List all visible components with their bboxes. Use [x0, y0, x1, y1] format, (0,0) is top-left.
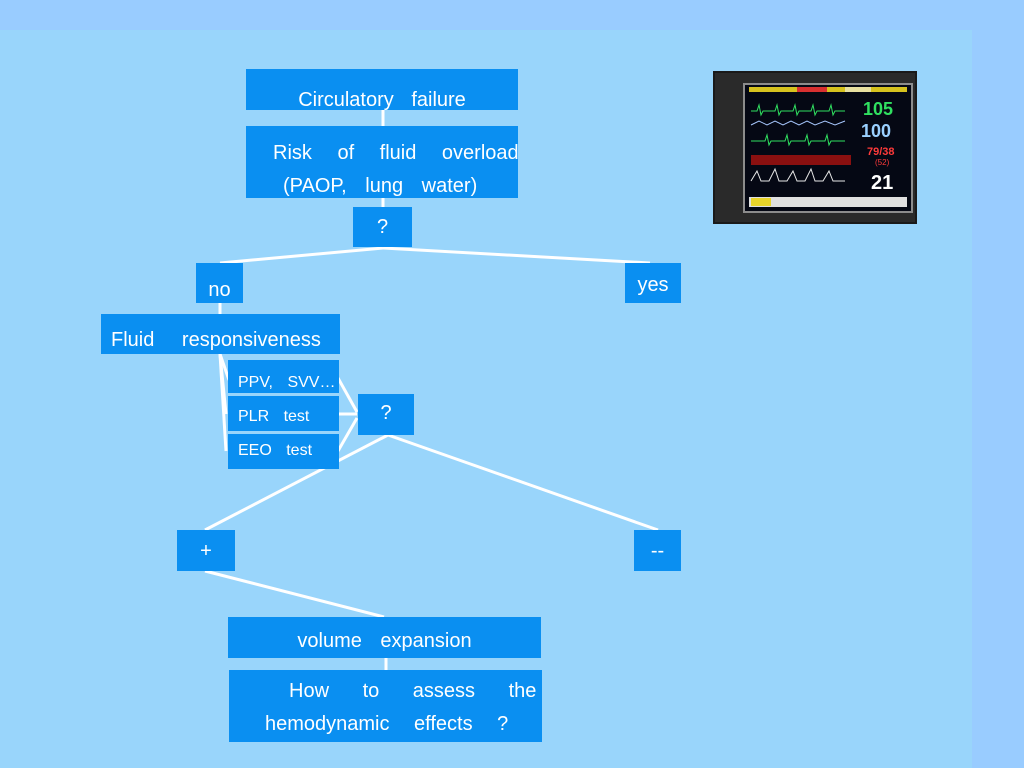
plr-test-label: PLR test — [238, 408, 310, 425]
minus-label: -- — [650, 540, 665, 562]
volume-expansion-box: volume expansion — [228, 617, 541, 658]
ppv-svv-box: PPV, SVV… — [228, 360, 339, 393]
monitor-spo2: 100 — [861, 121, 891, 141]
no-label: no — [208, 279, 231, 301]
risk-line-1: Risk of fluid overload — [273, 142, 519, 164]
volume-expansion-label: volume expansion — [297, 630, 472, 652]
plr-test-box: PLR test — [228, 396, 339, 431]
question-mid-label: ? — [380, 402, 392, 424]
ecg-waveform-1 — [751, 103, 845, 117]
connector-question-plus — [204, 433, 389, 532]
monitor-bp: 79/38 — [867, 146, 895, 158]
ecg-waveform-3 — [751, 133, 845, 147]
connector-question-no — [219, 246, 384, 265]
risk-line-2: (PAOP, lung water) — [283, 175, 478, 197]
ppv-svv-label: PPV, SVV… — [238, 374, 336, 391]
plus-box: + — [177, 530, 235, 571]
ecg-waveform-2 — [750, 120, 846, 126]
question-top-label: ? — [376, 216, 389, 238]
connector-ppv-question — [336, 377, 359, 413]
eeo-test-box: EEO test — [228, 434, 339, 469]
pleth-waveform — [750, 167, 845, 182]
question-mid-box: ? — [358, 394, 414, 435]
eeo-test-label: EEO test — [238, 442, 313, 459]
circulatory-failure-label: Circulatory failure — [298, 89, 466, 111]
minus-box: -- — [634, 530, 681, 571]
connector-plus-volume — [204, 569, 385, 619]
monitor-waveforms: 105 100 79/38 (52) 21 — [749, 87, 907, 207]
question-top-box: ? — [353, 207, 412, 247]
connector-question-yes — [382, 246, 651, 265]
yes-label: yes — [637, 274, 669, 296]
connector-fluid-eeo — [218, 353, 228, 452]
monitor-map: (52) — [875, 158, 890, 167]
patient-monitor-photo: 105 100 79/38 (52) 21 — [713, 71, 917, 224]
monitor-screen: 105 100 79/38 (52) 21 — [743, 83, 913, 213]
plus-label: + — [200, 540, 212, 562]
monitor-hr: 105 — [863, 99, 893, 119]
connector-eeo-question — [336, 417, 359, 452]
connector-question-minus — [387, 433, 659, 532]
monitor-rr: 21 — [871, 172, 893, 194]
fluid-responsiveness-label: Fluid responsiveness — [111, 329, 321, 351]
risk-fluid-overload-box: Risk of fluid overload (PAOP, lung water… — [246, 126, 519, 198]
assess-effects-box: How to assess the hemodynamic effects ? — [229, 670, 542, 742]
yes-box: yes — [625, 263, 681, 303]
fluid-responsiveness-box: Fluid responsiveness — [101, 314, 340, 354]
no-box: no — [196, 263, 243, 303]
circulatory-failure-box: Circulatory failure — [246, 69, 518, 110]
assess-line-2: hemodynamic effects ? — [265, 713, 509, 735]
assess-line-1: How to assess the — [289, 680, 537, 702]
